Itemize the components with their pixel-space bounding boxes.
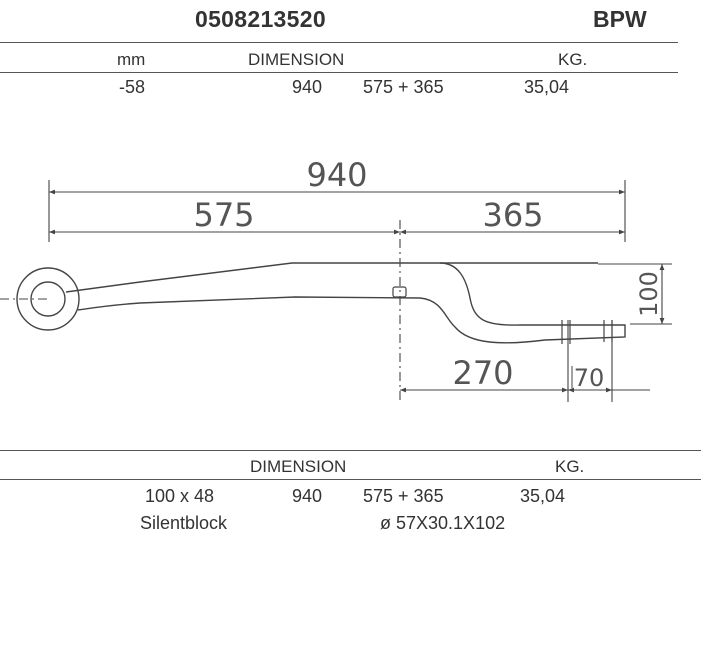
- divider: [0, 72, 678, 73]
- divider: [0, 42, 678, 43]
- dimension-label-height: 100: [635, 271, 663, 317]
- spring-leaf: [65, 262, 626, 344]
- dimension-label-front: 575: [193, 196, 254, 234]
- section-value: 100 x 48: [145, 486, 215, 506]
- column-header-dimension: DIMENSION: [248, 50, 345, 69]
- column-header-kg: KG.: [555, 457, 585, 476]
- column-header-mm: mm: [117, 50, 146, 69]
- weight-value: 35,04: [520, 486, 566, 506]
- divider: [0, 479, 701, 480]
- divider: [0, 450, 701, 451]
- split-value: 575 + 365: [363, 486, 444, 506]
- split-value: 575 + 365: [363, 77, 444, 97]
- dimension-label-offset: 270: [452, 354, 513, 392]
- part-number: 0508213520: [195, 6, 326, 32]
- dimension-label-total: 940: [306, 156, 367, 194]
- dimension-label-end: 70: [574, 364, 605, 392]
- leaf-spring-drawing: 940 575 365 270 70 100: [0, 156, 672, 402]
- bushing-size: ø 57X30.1X102: [380, 513, 506, 533]
- length-value: 940: [292, 77, 323, 97]
- spring-eye-inner: [30, 281, 66, 317]
- bushing-label: Silentblock: [140, 513, 228, 533]
- column-header-dimension: DIMENSION: [250, 457, 347, 476]
- mm-value: -58: [119, 77, 146, 97]
- dimension-label-rear: 365: [482, 196, 543, 234]
- weight-value: 35,04: [524, 77, 570, 97]
- length-value: 940: [292, 486, 323, 506]
- spring-eye-outer: [16, 267, 80, 331]
- brand-name: BPW: [593, 6, 647, 32]
- center-bolt: [392, 286, 407, 298]
- column-header-kg: KG.: [558, 50, 588, 69]
